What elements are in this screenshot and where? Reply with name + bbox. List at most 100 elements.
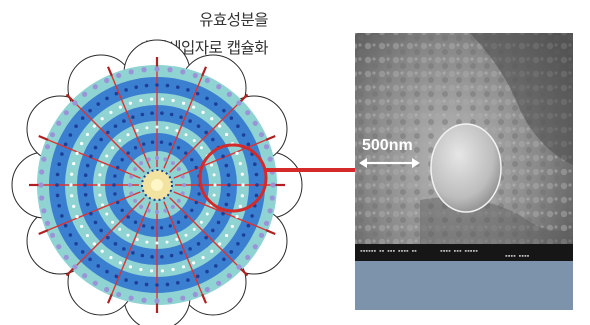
ray-line bbox=[111, 201, 151, 295]
dot-rings bbox=[38, 66, 276, 304]
ring-dot bbox=[139, 204, 144, 209]
ring-dot bbox=[229, 116, 234, 120]
ring-dot bbox=[83, 183, 87, 187]
ring-dot bbox=[128, 69, 134, 75]
ring-dot bbox=[116, 165, 120, 170]
ring-dot bbox=[60, 152, 64, 156]
ring-dot bbox=[194, 165, 198, 170]
ring-dot bbox=[216, 280, 222, 286]
ring-dot bbox=[222, 108, 226, 113]
ring-dot bbox=[80, 224, 84, 229]
ring-dot bbox=[159, 140, 164, 144]
ring-dot bbox=[180, 191, 185, 196]
ring-dot bbox=[89, 154, 93, 159]
ring-dot bbox=[55, 172, 60, 177]
ring-dot bbox=[135, 128, 139, 132]
ring-dot bbox=[39, 169, 45, 175]
ring-dot bbox=[120, 208, 124, 212]
ray-tip bbox=[65, 93, 75, 103]
ring-dot bbox=[205, 212, 209, 216]
ray-tip bbox=[265, 135, 276, 141]
ring-dot bbox=[192, 261, 196, 265]
ring-dot bbox=[163, 157, 168, 162]
ring-dot bbox=[118, 261, 122, 265]
ring-dot bbox=[128, 101, 133, 105]
ring-dot bbox=[236, 124, 240, 129]
ring-dot bbox=[116, 72, 122, 79]
ray-tip bbox=[201, 293, 207, 304]
ring-dot bbox=[131, 115, 135, 119]
ring-dot bbox=[150, 97, 154, 101]
ring-dot bbox=[204, 286, 210, 293]
ring-dot bbox=[100, 117, 104, 121]
ring-dot bbox=[63, 110, 69, 116]
ring-dot bbox=[229, 250, 234, 254]
ring-dot bbox=[146, 208, 151, 213]
ring-dot bbox=[126, 151, 130, 155]
ray-line bbox=[163, 75, 203, 169]
ring-dot bbox=[165, 126, 169, 130]
ring-dot bbox=[159, 226, 164, 230]
ring-dot bbox=[199, 146, 203, 150]
ring-dot bbox=[134, 281, 139, 285]
ray-tip bbox=[265, 229, 276, 235]
ring-dot bbox=[230, 224, 234, 229]
ring-dot bbox=[204, 77, 210, 84]
ring-dot bbox=[72, 204, 76, 208]
ring-dot bbox=[254, 172, 259, 177]
ring-dot bbox=[88, 257, 92, 262]
ring-dot bbox=[165, 83, 170, 88]
ring-dot bbox=[210, 117, 214, 121]
ring-dot bbox=[41, 156, 47, 162]
ring-dot bbox=[226, 193, 231, 197]
ring-dot bbox=[188, 247, 192, 251]
ring-dot bbox=[96, 264, 101, 268]
ring-dot bbox=[140, 112, 145, 117]
ring-dot bbox=[213, 102, 218, 106]
ring-dot bbox=[133, 220, 138, 224]
ring-dot bbox=[100, 203, 104, 207]
ring-dot bbox=[85, 163, 90, 168]
ring-dot bbox=[120, 158, 124, 162]
nanoparticle-schematic bbox=[11, 39, 303, 325]
ring-dot bbox=[246, 223, 251, 228]
ring-dot bbox=[180, 174, 185, 179]
ring-dot bbox=[100, 163, 104, 167]
ring-dot bbox=[175, 128, 179, 132]
ring-dot bbox=[176, 198, 181, 203]
ring-dot bbox=[270, 182, 276, 188]
ring-dot bbox=[155, 125, 159, 129]
ring-dot bbox=[154, 298, 160, 304]
sem-bottom-panel bbox=[355, 261, 573, 310]
ring-dot bbox=[179, 115, 183, 119]
ring-dot bbox=[116, 200, 120, 205]
ring-dot bbox=[118, 139, 122, 143]
ring-dot bbox=[82, 273, 88, 279]
ring-dot bbox=[44, 220, 51, 226]
ring-dot bbox=[155, 156, 159, 160]
ring-dot bbox=[258, 132, 265, 138]
ring-dot bbox=[241, 183, 245, 187]
ring-dot bbox=[98, 173, 102, 177]
ring-dot bbox=[72, 264, 78, 270]
ring-dot bbox=[205, 269, 209, 274]
ring-dot bbox=[113, 192, 117, 196]
ring-dot bbox=[218, 242, 222, 246]
ring-dot bbox=[176, 220, 181, 224]
ring-dot bbox=[139, 161, 144, 166]
ring-dot bbox=[150, 111, 154, 115]
ring-dot bbox=[235, 151, 239, 155]
ring-dot bbox=[186, 88, 190, 92]
ring-dot bbox=[80, 250, 85, 254]
ring-dot bbox=[224, 163, 229, 168]
ring-dot bbox=[155, 283, 159, 287]
sem-micrograph: ▪▪▪▪▪▪ ▪▪ ▪▪▪ ▪▪▪▪ ▪▪ ▪▪▪▪ ▪▪▪ ▪▪▪▪▪ ▪▪▪… bbox=[355, 33, 573, 310]
ring-dot bbox=[241, 233, 246, 237]
ring-dot bbox=[184, 151, 188, 155]
svg-text:▪▪▪▪▪▪ ▪▪ ▪▪▪ ▪▪▪▪ ▪▪: ▪▪▪▪▪▪ ▪▪ ▪▪▪ ▪▪▪▪ ▪▪ bbox=[360, 249, 417, 254]
ring-dot bbox=[131, 251, 135, 255]
ring-dot bbox=[255, 183, 259, 187]
ray-line bbox=[73, 101, 145, 173]
ray-tip bbox=[107, 66, 113, 77]
scale-bar bbox=[359, 158, 420, 168]
